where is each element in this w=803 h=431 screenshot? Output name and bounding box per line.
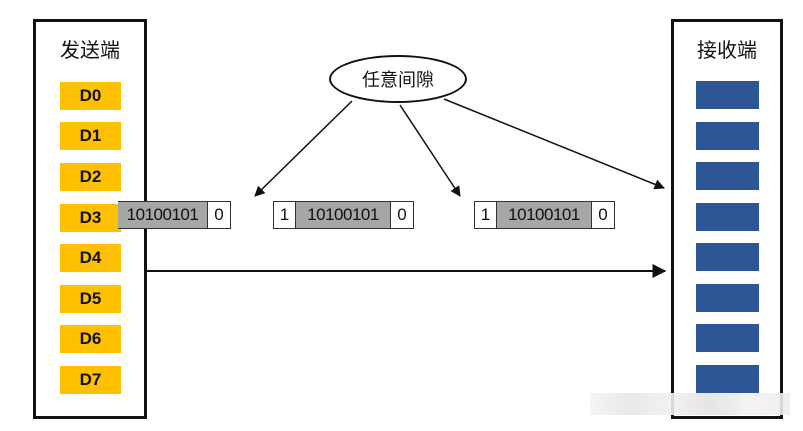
arrow-gap-to-frame1 bbox=[254, 100, 353, 197]
frame-payload: 10100101 bbox=[296, 202, 391, 228]
receiver-slot bbox=[696, 203, 759, 231]
receiver-slot bbox=[696, 324, 759, 352]
arrow-gap-to-frame3 bbox=[399, 104, 461, 197]
data-bit-d3: D3 bbox=[60, 204, 121, 232]
frame-start-bit: 1 bbox=[475, 202, 497, 228]
data-bit-d4: D4 bbox=[60, 244, 121, 272]
serial-frame-3: 1 10100101 0 bbox=[474, 201, 615, 229]
receiver-slot bbox=[696, 284, 759, 312]
data-bit-d1: D1 bbox=[60, 122, 121, 150]
sender-title: 发送端 bbox=[60, 38, 120, 62]
data-bit-d2: D2 bbox=[60, 163, 121, 191]
watermark bbox=[590, 393, 790, 415]
serial-frame-2: 1 10100101 0 bbox=[273, 201, 414, 229]
receiver-slot bbox=[696, 162, 759, 190]
frame-stop-bit: 0 bbox=[598, 205, 608, 224]
gap-label-ellipse: 任意间隙 bbox=[329, 55, 467, 103]
receiver-title: 接收端 bbox=[697, 38, 757, 62]
receiver-slot bbox=[696, 81, 759, 109]
frame-start-bit: 1 bbox=[274, 202, 296, 228]
serial-frame-1: 10100101 0 bbox=[118, 201, 231, 229]
frame-payload: 10100101 bbox=[118, 202, 208, 228]
receiver-panel: 接收端 bbox=[671, 19, 783, 419]
arrow-gap-to-receiver bbox=[443, 98, 665, 190]
receiver-slot bbox=[696, 365, 759, 393]
data-bit-d7: D7 bbox=[60, 366, 121, 394]
data-bit-d0: D0 bbox=[60, 82, 121, 110]
gap-label: 任意间隙 bbox=[362, 70, 434, 91]
receiver-slot bbox=[696, 243, 759, 271]
receiver-slot bbox=[696, 122, 759, 150]
frame-payload: 10100101 bbox=[497, 202, 592, 228]
frame-stop-bit: 0 bbox=[214, 205, 224, 224]
frame-stop-bit: 0 bbox=[397, 205, 407, 224]
data-bit-d6: D6 bbox=[60, 325, 121, 353]
data-bit-d5: D5 bbox=[60, 285, 121, 313]
